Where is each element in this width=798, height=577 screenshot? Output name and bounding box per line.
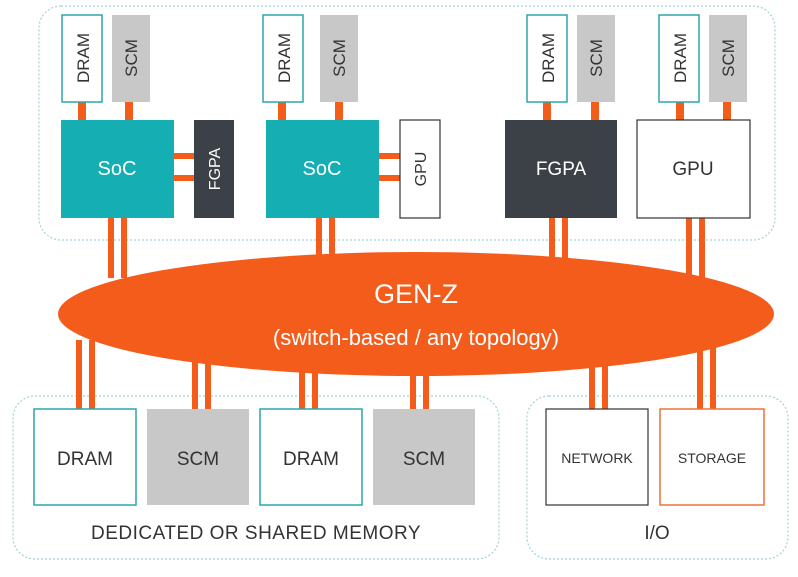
compute-group-frame <box>38 5 776 241</box>
storage-label: STORAGE <box>678 450 746 466</box>
scm-chip: SCM <box>320 15 358 102</box>
dram-chip: DRAM <box>658 14 700 103</box>
soc-label: SoC <box>98 158 137 180</box>
soc-block: SoC <box>266 120 379 218</box>
dram-chip-label: DRAM <box>539 33 558 83</box>
fpga-side-chip: FGPA <box>194 120 234 218</box>
network-label: NETWORK <box>561 450 633 466</box>
fpga-block: FGPA <box>505 120 617 218</box>
scm-chip: SCM <box>112 15 150 102</box>
fabric-subtitle: (switch-based / any topology) <box>273 325 559 350</box>
memory-module: DRAM <box>33 408 137 506</box>
scm-chip-label: SCM <box>122 39 141 77</box>
dram-chip-label: DRAM <box>74 33 93 83</box>
memory-module-label: SCM <box>177 449 219 470</box>
soc-label: SoC <box>303 158 342 180</box>
memory-module: DRAM <box>259 408 363 506</box>
fpga-label: FGPA <box>536 159 587 180</box>
scm-chip-label: SCM <box>587 39 606 77</box>
memory-module-label: DRAM <box>283 449 339 470</box>
memory-module: SCM <box>373 409 475 505</box>
dram-chip: DRAM <box>262 14 304 103</box>
memory-module: SCM <box>147 409 249 505</box>
scm-chip-label: SCM <box>719 39 738 77</box>
scm-chip: SCM <box>577 15 615 102</box>
memory-module-label: DRAM <box>57 449 113 470</box>
dram-chip-label: DRAM <box>275 33 294 83</box>
gen-z-fabric: GEN-Z (switch-based / any topology) <box>58 252 774 376</box>
scm-chip: SCM <box>709 15 747 102</box>
memory-module-label: SCM <box>403 449 445 470</box>
gpu-block: GPU <box>636 119 751 219</box>
memory-group-frame <box>12 395 500 560</box>
gpu-side-chip: GPU <box>399 119 441 219</box>
dram-chip: DRAM <box>61 14 103 103</box>
io-group-caption: I/O <box>644 523 669 544</box>
soc-block: SoC <box>61 120 174 218</box>
scm-chip-label: SCM <box>330 39 349 77</box>
gpu-label: GPU <box>672 159 713 180</box>
fpga-side-label: FGPA <box>207 147 224 190</box>
dram-chip: DRAM <box>526 14 568 103</box>
network-module: NETWORK <box>545 408 649 506</box>
dram-chip-label: DRAM <box>671 33 690 83</box>
memory-group-caption: DEDICATED OR SHARED MEMORY <box>91 523 421 544</box>
connectors <box>76 102 731 410</box>
storage-module: STORAGE <box>659 408 765 506</box>
gpu-side-label: GPU <box>413 152 430 187</box>
fabric-title: GEN-Z <box>374 279 458 309</box>
top-memory-row: DRAM SCM DRAM SCM DRAM SCM DRAM SCM <box>61 14 747 103</box>
io-group-frame <box>526 395 789 560</box>
